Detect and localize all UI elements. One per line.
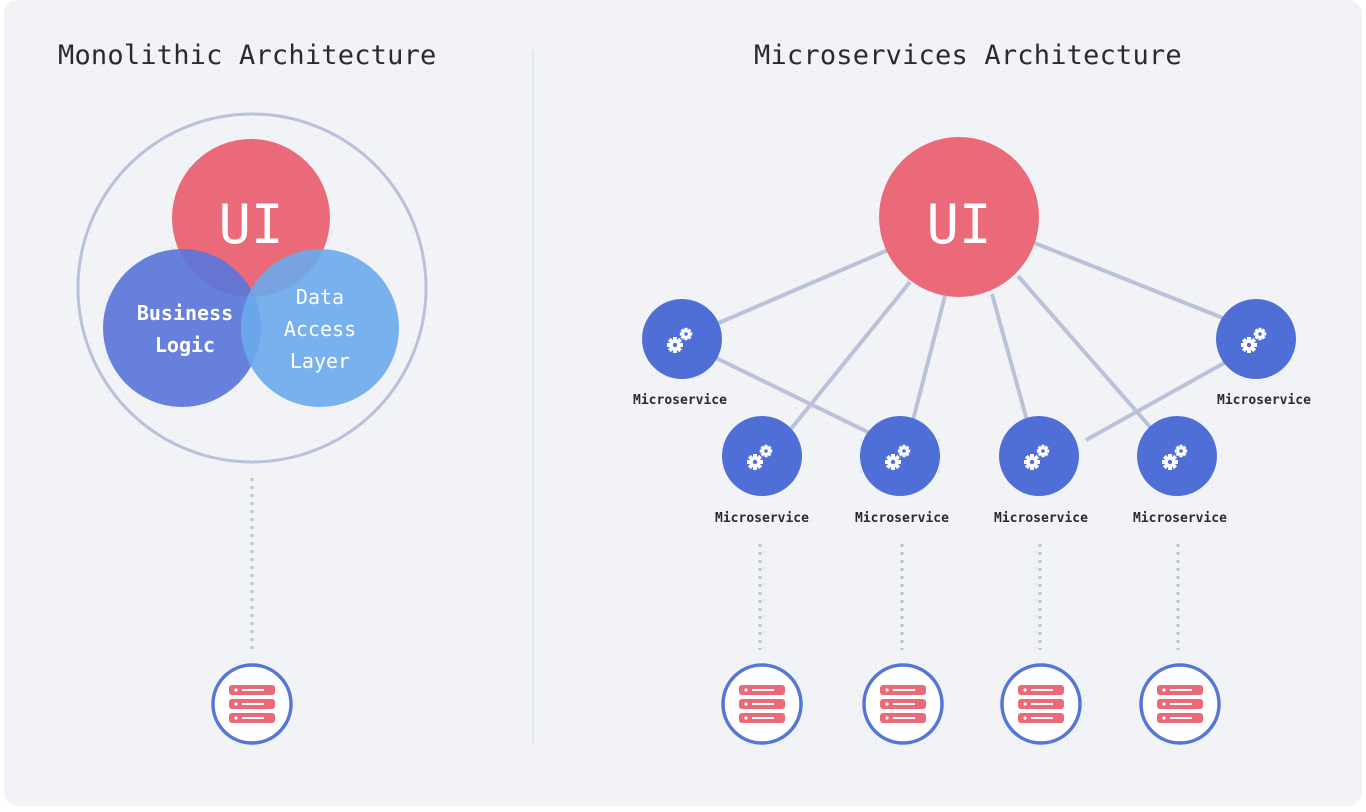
microservice-node-6: Microservice	[1133, 416, 1227, 526]
monolith-boundary	[76, 112, 428, 464]
microservices-title: Microservices Architecture	[754, 40, 1182, 71]
db-connectors	[758, 544, 1180, 650]
business-logic-circle	[103, 249, 261, 407]
microservice-label: Microservice	[1133, 511, 1227, 526]
database-icon-4	[1139, 663, 1221, 745]
microservice-node-2: Microservice	[1216, 299, 1311, 408]
microservice-label: Microservice	[715, 511, 809, 526]
microservice-node-1: Microservice	[633, 299, 727, 408]
data-access-label-line3: Layer	[290, 349, 350, 373]
data-access-circle	[241, 249, 399, 407]
database-icon-2	[862, 663, 944, 745]
business-logic-label-line2: Logic	[155, 333, 215, 357]
microservice-label: Microservice	[994, 511, 1088, 526]
data-access-label-line1: Data	[296, 285, 344, 309]
monolithic-title: Monolithic Architecture	[58, 40, 437, 71]
microservice-node-4: Microservice	[855, 416, 949, 526]
business-logic-label-line1: Business	[137, 301, 233, 325]
mono-database-icon	[211, 663, 293, 745]
microservice-label: Microservice	[633, 393, 727, 408]
microservice-label: Microservice	[855, 511, 949, 526]
microservice-node-3: Microservice	[715, 416, 809, 526]
database-icon-1	[721, 663, 803, 745]
mono-ui-label: UI	[218, 193, 283, 256]
microservice-node-5: Microservice	[994, 416, 1088, 526]
data-access-label-line2: Access	[284, 317, 356, 341]
microservice-label: Microservice	[1217, 393, 1311, 408]
micro-ui-circle	[879, 137, 1039, 297]
service-connections	[711, 240, 1229, 442]
micro-ui-label: UI	[926, 193, 991, 256]
database-icon-3	[1000, 663, 1082, 745]
